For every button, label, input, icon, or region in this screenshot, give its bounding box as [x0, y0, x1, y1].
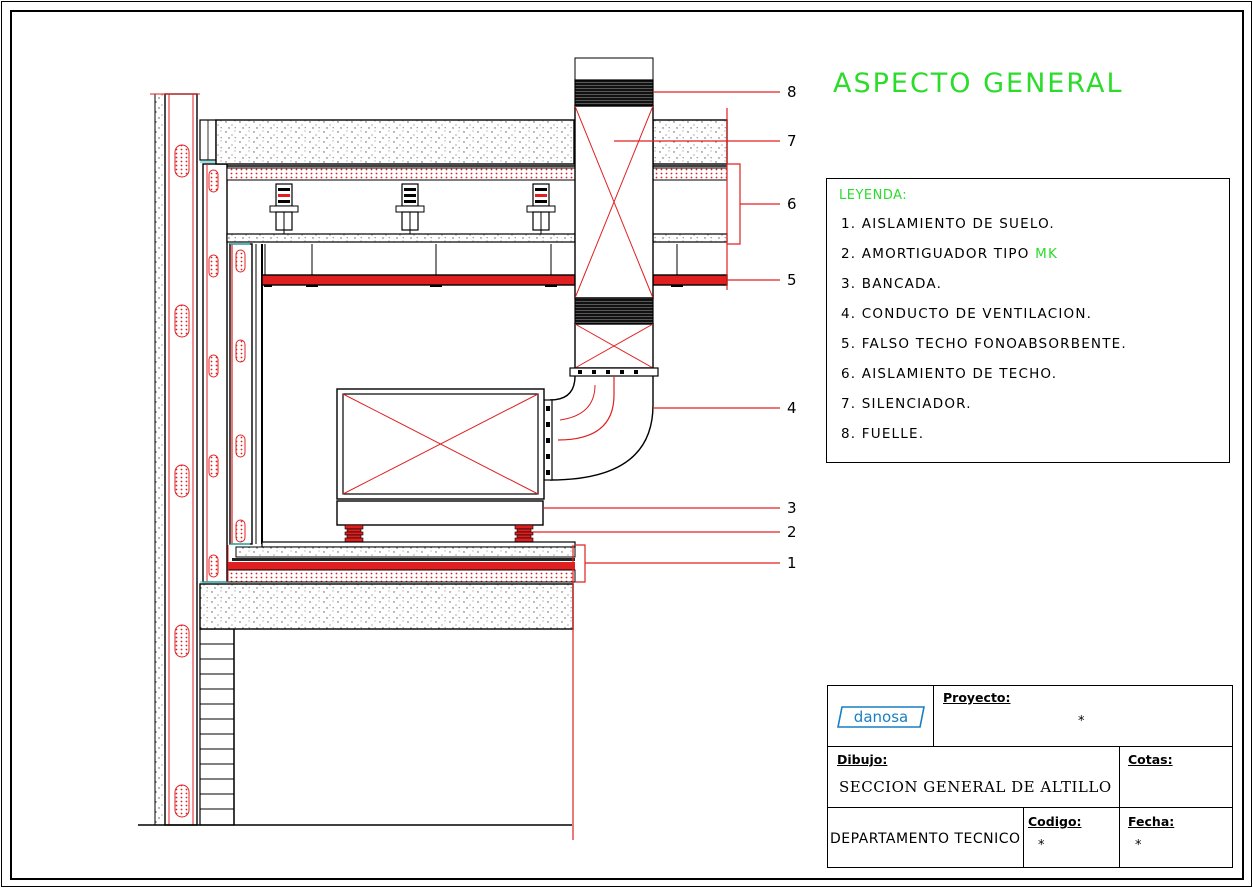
inner-wall-lining	[169, 119, 355, 826]
dibujo-value: SECCION GENERAL DE ALTILLO	[839, 778, 1112, 796]
codigo-label: Codigo:	[1028, 814, 1082, 829]
legend-item-highlight: MK	[1035, 246, 1058, 262]
left-wall	[150, 93, 200, 826]
legend-item-number: 8.	[841, 426, 857, 442]
reference-lines	[533, 91, 780, 840]
callout-8: 8	[787, 83, 797, 101]
legend-item-number: 5.	[841, 336, 857, 352]
callout-1: 1	[787, 554, 797, 572]
legend-item-text: AMORTIGUADOR TIPO	[861, 246, 1030, 262]
legend-item-number: 3.	[841, 276, 857, 292]
callout-6: 6	[787, 195, 797, 213]
suspended-ceiling	[261, 244, 728, 287]
proyecto-label: Proyecto:	[943, 690, 1011, 705]
callout-5: 5	[787, 271, 797, 289]
legend-item-number: 1.	[841, 216, 857, 232]
legend-item: 3. BANCADA.	[841, 276, 1127, 306]
callout-7: 7	[787, 132, 797, 150]
legend-item-text: SILENCIADOR.	[861, 396, 972, 412]
logo-text: danosa	[854, 708, 908, 726]
vertical-duct	[569, 57, 659, 377]
legend-list: 1. AISLAMIENTO DE SUELO. 2. AMORTIGUADOR…	[841, 216, 1127, 456]
floating-floor	[227, 541, 576, 583]
callout-4: 4	[787, 399, 797, 417]
fecha-cell	[1119, 807, 1233, 868]
legend-item-number: 7.	[841, 396, 857, 412]
legend-item: 2. AMORTIGUADOR TIPO MK	[841, 246, 1127, 276]
duct-elbow	[543, 375, 654, 481]
inner-border	[10, 10, 1244, 880]
legend-item-number: 4.	[841, 306, 857, 322]
legend-item-text: AISLAMIENTO DE SUELO.	[861, 216, 1055, 232]
legend-item-text: AISLAMIENTO DE TECHO.	[861, 366, 1058, 382]
department-name: DEPARTAMENTO TECNICO	[830, 831, 1021, 847]
machine-unit	[336, 388, 545, 500]
ceiling-hangers	[269, 183, 556, 236]
legend-item-text: FUELLE.	[861, 426, 925, 442]
legend-heading: LEYENDA:	[839, 188, 908, 203]
codigo-value: *	[1038, 838, 1045, 853]
drawing-title: ASPECTO GENERAL	[833, 68, 1124, 99]
danosa-logo: danosa	[837, 706, 925, 728]
bancada-base	[336, 500, 544, 543]
callout-2: 2	[787, 523, 797, 541]
legend-item: 7. SILENCIADOR.	[841, 396, 1127, 426]
fecha-label: Fecha:	[1128, 814, 1175, 829]
legend-item: 4. CONDUCTO DE VENTILACION.	[841, 306, 1127, 336]
dibujo-label: Dibujo:	[837, 752, 888, 767]
legend-box: LEYENDA: 1. AISLAMIENTO DE SUELO. 2. AMO…	[826, 178, 1230, 463]
legend-item: 5. FALSO TECHO FONOABSORBENTE.	[841, 336, 1127, 366]
legend-item: 8. FUELLE.	[841, 426, 1127, 456]
legend-item: 1. AISLAMIENTO DE SUELO.	[841, 216, 1127, 246]
callout-3: 3	[787, 499, 797, 517]
legend-item-text: BANCADA.	[861, 276, 943, 292]
lower-slab	[199, 583, 574, 630]
cotas-label: Cotas:	[1128, 752, 1173, 767]
brick-wall	[138, 628, 572, 826]
legend-item-text: FALSO TECHO FONOABSORBENTE.	[861, 336, 1127, 352]
legend-item-text: CONDUCTO DE VENTILACION.	[861, 306, 1093, 322]
legend-item: 6. AISLAMIENTO DE TECHO.	[841, 366, 1127, 396]
legend-item-number: 6.	[841, 366, 857, 382]
legend-item-number: 2.	[841, 246, 857, 262]
fecha-value: *	[1135, 838, 1142, 853]
proyecto-value: *	[1078, 714, 1085, 729]
